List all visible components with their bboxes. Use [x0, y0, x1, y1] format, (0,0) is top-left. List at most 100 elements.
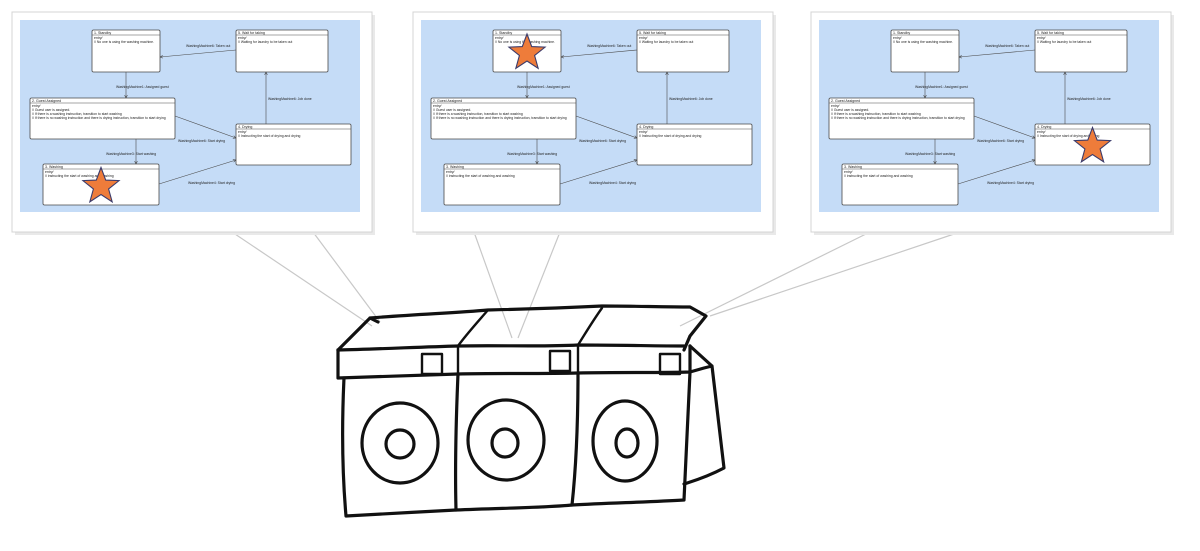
- state-action-line: // Guest user is assigned.: [433, 108, 471, 112]
- state-box: [443, 163, 561, 206]
- state-box: [235, 123, 352, 166]
- sketch-door-outer-1: [360, 401, 440, 485]
- sketch-button-1: [420, 352, 444, 376]
- state-action-line: // instructing the start of washing and …: [446, 174, 515, 178]
- sketch-door-inner-1: [384, 428, 416, 460]
- diagram-panel-left: WashingMachine6: Taken outWashingMachine…: [11, 11, 375, 235]
- callout-line-middle: [473, 231, 513, 339]
- transition-label: WashingMachine6: Start drying: [579, 139, 626, 143]
- callout-line-left-b: [231, 231, 373, 327]
- transition-label: WashingMachine6: Start drying: [178, 139, 225, 143]
- state-action-line: // No one is using the washing machine.: [94, 40, 154, 44]
- state-title: 5. Wait for taking: [238, 31, 265, 35]
- state-action-line: // No one is using the washing machine.: [893, 40, 953, 44]
- state-action-line: entry/: [32, 104, 41, 108]
- state-action-line: entry/: [495, 36, 504, 40]
- transition-label: WashingMachine3: Start washing: [905, 152, 955, 156]
- transition-label: WashingMachine6: Start drying: [977, 139, 1024, 143]
- state-action-line: entry/: [238, 36, 247, 40]
- state-action-line: entry/: [446, 170, 455, 174]
- state-action-line: // instructing the start of washing and …: [844, 174, 913, 178]
- sketch-machine-divider-1: [454, 372, 460, 512]
- transition-label: WashingMachine4: Start drying: [987, 181, 1034, 185]
- state-box: [1034, 29, 1128, 73]
- sketch-door-outer-2: [466, 398, 546, 482]
- sketch-top-surface: [336, 304, 708, 352]
- state-action-line: // If there is a washing instruction, tr…: [433, 112, 523, 116]
- transition-label: WashingMachine6: Taken out: [985, 44, 1029, 48]
- active-state-star-icon: [507, 32, 547, 70]
- sketch-door-outer-3: [591, 399, 659, 483]
- state-box: [636, 123, 753, 166]
- transition-arrow-wash-start-drying: [957, 159, 1036, 185]
- callout-line-right-b: [709, 231, 961, 317]
- diagram-panel-right: WashingMachine6: Taken outWashingMachine…: [810, 11, 1174, 235]
- sketch-door-inner-2: [490, 427, 520, 459]
- state-title: 1. Standby: [94, 31, 111, 35]
- state-title: 5. Wait for taking: [1037, 31, 1064, 35]
- transition-label: WashingMachine3: Start washing: [507, 152, 557, 156]
- transition-arrow-guest-start-drying: [174, 115, 237, 139]
- transition-label: WashingMachine6: Job done: [268, 97, 312, 101]
- transition-label: WashingMachine3: Start washing: [106, 152, 156, 156]
- state-title: 4. Drying: [238, 125, 252, 129]
- state-action-line: entry/: [844, 170, 853, 174]
- active-state-star-icon: [1072, 125, 1113, 164]
- state-title: 3. Washing: [844, 165, 862, 169]
- sketch-machine-body: [341, 370, 692, 518]
- sketch-button-3: [658, 352, 682, 376]
- state-action-line: // If there is a washing instruction, tr…: [831, 112, 921, 116]
- state-action-line: // Guest user is assigned.: [32, 108, 70, 112]
- state-action-line: // If there is no washing instruction an…: [831, 116, 965, 120]
- transition-label: WashingMachine1: Assigned guest: [517, 85, 570, 89]
- sketch-top-divider-left: [456, 308, 490, 348]
- state-action-line: entry/: [1037, 36, 1046, 40]
- transition-arrow-guest-start-drying: [973, 115, 1036, 139]
- sketch-button-2: [548, 349, 572, 373]
- state-title: 3. Washing: [446, 165, 464, 169]
- state-action-line: // Instructing the start of drying and d…: [639, 134, 701, 138]
- transition-arrow-taken-out: [159, 49, 237, 58]
- state-title: 4. Drying: [1037, 125, 1051, 129]
- state-box: [890, 29, 960, 73]
- state-box: [29, 97, 176, 140]
- state-title: 2. Guest Assigned: [433, 99, 462, 103]
- state-action-line: // Guest user is assigned.: [831, 108, 869, 112]
- state-action-line: // Waiting for laundry to be taken out: [639, 40, 693, 44]
- state-title: 3. Washing: [45, 165, 63, 169]
- state-action-line: // Waiting for laundry to be taken out: [1037, 40, 1091, 44]
- state-action-line: // If there is a washing instruction, tr…: [32, 112, 122, 116]
- callout-line-right: [679, 231, 871, 327]
- state-title: 5. Wait for taking: [639, 31, 666, 35]
- state-action-line: entry/: [639, 130, 648, 134]
- transition-label: WashingMachine6: Taken out: [587, 44, 631, 48]
- state-title: 2. Guest Assigned: [32, 99, 61, 103]
- transition-label: WashingMachine6: Job done: [1067, 97, 1111, 101]
- transition-arrow-guest-start-drying: [575, 115, 638, 139]
- state-box: [841, 163, 959, 206]
- state-box: [235, 29, 329, 73]
- state-action-line: entry/: [45, 170, 54, 174]
- state-action-line: // instructing the start of washing and …: [45, 174, 114, 178]
- state-title: 1. Standby: [893, 31, 910, 35]
- state-box: [636, 29, 730, 73]
- state-action-line: entry/: [1037, 130, 1046, 134]
- sketch-door-inner-3: [614, 427, 640, 459]
- callout-line-left: [312, 231, 381, 323]
- sketch-top-divider-right: [576, 306, 604, 347]
- diagram-panel-middle: WashingMachine6: Taken outWashingMachine…: [412, 11, 776, 235]
- transition-arrow-wash-start-drying: [559, 159, 638, 185]
- state-action-line: entry/: [639, 36, 648, 40]
- washing-machines-sketch: [336, 304, 726, 518]
- transition-label: WashingMachine6: Taken out: [186, 44, 230, 48]
- state-action-line: // If there is no washing instruction an…: [433, 116, 567, 120]
- state-action-line: // Waiting for laundry to be taken out: [238, 40, 292, 44]
- sketch-top-front-edge: [336, 343, 686, 352]
